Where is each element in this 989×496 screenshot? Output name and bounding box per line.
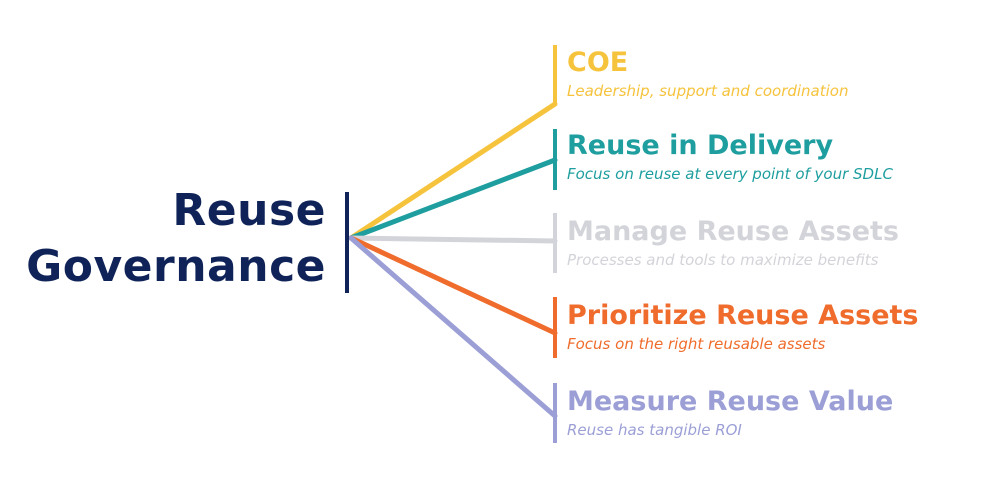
branch-subtitle: Focus on the right reusable assets [567, 335, 826, 353]
branch-title: Reuse in Delivery [567, 130, 834, 161]
branch-measure-reuse-value: Measure Reuse Value Reuse has tangible R… [567, 385, 893, 440]
branch-title: Prioritize Reuse Assets [567, 300, 919, 331]
branch-manage-reuse-assets: Manage Reuse Assets Processes and tools … [567, 215, 899, 270]
branch-subtitle: Reuse has tangible ROI [567, 421, 742, 439]
branch-bar [553, 129, 557, 190]
root-title-line-1: Reuse [172, 185, 326, 236]
branch-title: Measure Reuse Value [567, 386, 894, 417]
connector-line [348, 235, 558, 244]
branch-bar [553, 297, 557, 358]
root-title-line-2: Governance [26, 241, 326, 292]
branch-coe: COE Leadership, support and coordination [567, 46, 848, 101]
connector-line [348, 235, 558, 419]
branch-bar [553, 45, 557, 105]
branch-subtitle: Focus on reuse at every point of your SD… [567, 165, 893, 183]
branch-title: COE [567, 47, 629, 78]
connector-line [348, 101, 558, 241]
connector-line [348, 235, 558, 336]
connector-line [348, 157, 558, 241]
branch-subtitle: Processes and tools to maximize benefits [567, 251, 879, 269]
branch-reuse-in-delivery: Reuse in Delivery Focus on reuse at ever… [567, 129, 893, 184]
branch-bar [553, 383, 557, 443]
branch-title: Manage Reuse Assets [567, 216, 900, 247]
branch-subtitle: Leadership, support and coordination [567, 82, 849, 100]
root-title: Reuse Governance [26, 183, 326, 295]
root-bar [345, 192, 349, 293]
branch-bar [553, 213, 557, 273]
branch-prioritize-reuse-assets: Prioritize Reuse Assets Focus on the rig… [567, 299, 919, 354]
